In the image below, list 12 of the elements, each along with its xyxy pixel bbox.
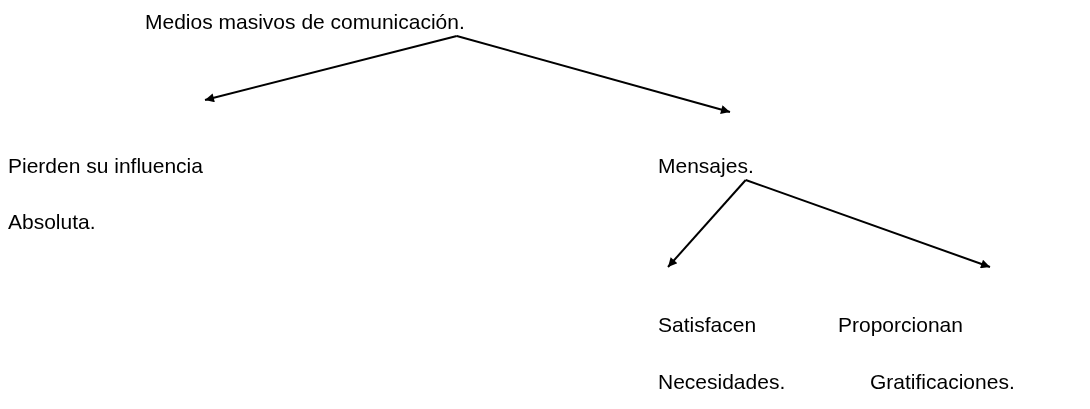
node-text: Satisfacen (658, 312, 757, 338)
node-text: Mensajes. (658, 153, 754, 179)
node-text: Necesidades. (658, 369, 786, 395)
arrow (455, 35, 731, 114)
node-text: Medios masivos de comunicación. (145, 9, 465, 35)
arrow (744, 179, 991, 269)
arrow (667, 179, 747, 268)
node-text: Pierden su influencia (8, 153, 203, 179)
node-text: Absoluta. (8, 209, 96, 235)
arrow (204, 35, 458, 103)
node-text: Gratificaciones. (870, 369, 1015, 395)
node-text: Proporcionan (838, 312, 963, 338)
